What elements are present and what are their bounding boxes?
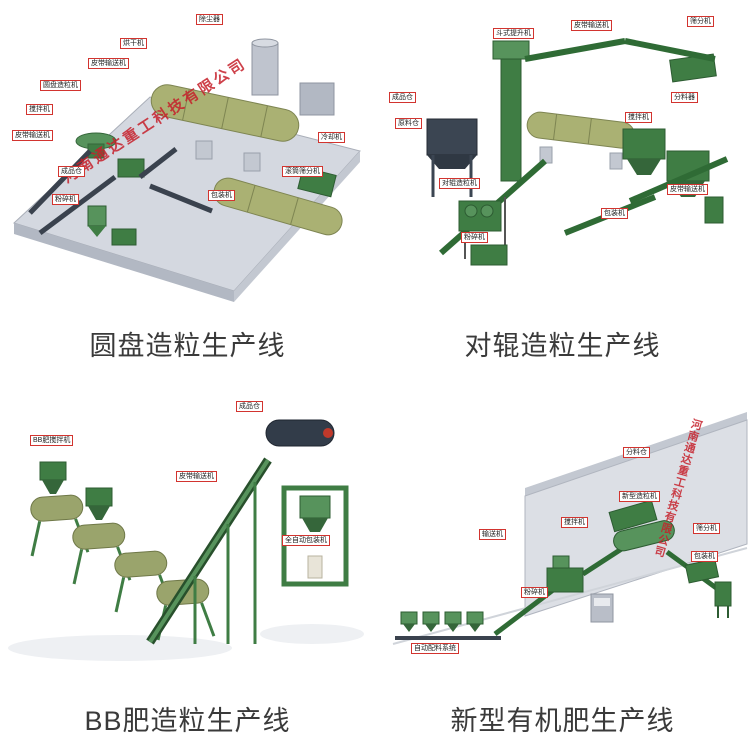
- equipment-label: 筛分机: [687, 16, 714, 27]
- equipment-label: 粉碎机: [52, 194, 79, 205]
- caption-bb-line: BB肥造粒生产线: [84, 706, 291, 736]
- product-figure-disc-line: 除尘器 烘干机 皮带输送机 圆盘造粒机 搅拌机 皮带输送机 成品仓 粉碎机 冷却…: [0, 0, 375, 375]
- equipment-label: 除尘器: [196, 14, 223, 25]
- equipment-label: 滚筒筛分机: [282, 166, 323, 177]
- equipment-label: 皮带输送机: [667, 184, 708, 195]
- roller-line-drawing: [426, 38, 729, 266]
- equipment-label: 成品仓: [236, 401, 263, 412]
- equipment-label: 分料仓: [623, 447, 650, 458]
- organic-line-drawing: [392, 412, 748, 645]
- equipment-label: 输送机: [479, 529, 506, 540]
- equipment-label: 皮带输送机: [176, 471, 217, 482]
- equipment-label: 圆盘造粒机: [40, 80, 81, 91]
- equipment-label: 搅拌机: [561, 517, 588, 528]
- bb-line-illustration: BB肥搅拌机 成品仓 皮带输送机 全自动包装机: [0, 375, 375, 692]
- equipment-label: 烘干机: [120, 38, 147, 49]
- equipment-label: 原料仓: [395, 118, 422, 129]
- disc-line-drawing: [13, 38, 361, 302]
- equipment-label: 冷却机: [318, 132, 345, 143]
- caption-organic-line: 新型有机肥生产线: [450, 706, 675, 736]
- equipment-label: 搅拌机: [26, 104, 53, 115]
- equipment-label: 搅拌机: [625, 112, 652, 123]
- equipment-label: 皮带输送机: [12, 130, 53, 141]
- caption-disc-line: 圆盘造粒生产线: [89, 331, 286, 361]
- disc-line-illustration: 除尘器 烘干机 皮带输送机 圆盘造粒机 搅拌机 皮带输送机 成品仓 粉碎机 冷却…: [0, 0, 375, 317]
- caption-roller-line: 对辊造粒生产线: [464, 331, 661, 361]
- organic-line-illustration: 分料仓 新型造粒机 输送机 搅拌机 筛分机 包装机 自动配料系统 粉碎机 河南通…: [375, 375, 750, 692]
- equipment-label: 皮带输送机: [88, 58, 129, 69]
- equipment-label: 自动配料系统: [411, 643, 459, 654]
- equipment-label: 粉碎机: [521, 587, 548, 598]
- equipment-label: 新型造粒机: [619, 491, 660, 502]
- equipment-label: 对辊造粒机: [439, 178, 480, 189]
- equipment-label: 包装机: [691, 551, 718, 562]
- equipment-label: 包装机: [601, 208, 628, 219]
- product-figure-bb-line: BB肥搅拌机 成品仓 皮带输送机 全自动包装机 BB肥造粒生产线: [0, 375, 375, 750]
- product-figure-roller-line: 斗式提升机 皮带输送机 筛分机 成品仓 原料仓 搅拌机 对辊造粒机 分料器 皮带…: [375, 0, 750, 375]
- equipment-label: 成品仓: [58, 166, 85, 177]
- equipment-label: 成品仓: [389, 92, 416, 103]
- roller-line-illustration: 斗式提升机 皮带输送机 筛分机 成品仓 原料仓 搅拌机 对辊造粒机 分料器 皮带…: [375, 0, 750, 317]
- equipment-label: 皮带输送机: [571, 20, 612, 31]
- equipment-label: 斗式提升机: [493, 28, 534, 39]
- bb-line-drawing: [8, 419, 364, 661]
- equipment-label: 筛分机: [693, 523, 720, 534]
- product-figure-organic-line: 分料仓 新型造粒机 输送机 搅拌机 筛分机 包装机 自动配料系统 粉碎机 河南通…: [375, 375, 750, 750]
- equipment-label: 分料器: [671, 92, 698, 103]
- equipment-label: 全自动包装机: [282, 535, 330, 546]
- equipment-label: 粉碎机: [461, 232, 488, 243]
- equipment-label: BB肥搅拌机: [30, 435, 74, 446]
- equipment-label: 包装机: [208, 190, 235, 201]
